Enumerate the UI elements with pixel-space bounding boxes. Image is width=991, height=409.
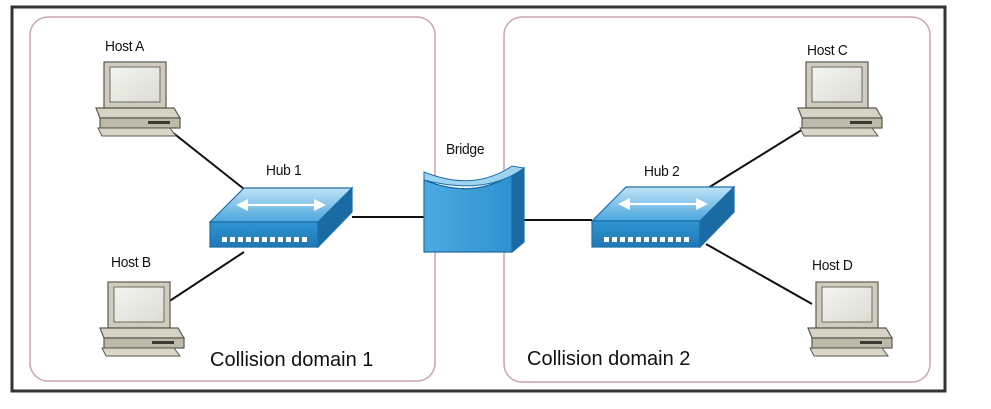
collision-domain-2-label: Collision domain 2 (527, 348, 691, 370)
hub-1-label: Hub 1 (266, 162, 302, 179)
host-d-label: Host D (812, 257, 853, 274)
link-hostB-hub1 (161, 251, 245, 307)
hub-1-icon (208, 186, 354, 249)
host-a-label: Host A (105, 38, 144, 55)
hub-2-label: Hub 2 (644, 163, 680, 180)
bridge-label: Bridge (446, 141, 485, 158)
link-hub2-hostD (705, 243, 813, 305)
collision-domain-1-label: Collision domain 1 (210, 349, 374, 371)
host-b-label: Host B (111, 254, 151, 271)
link-hub2-hostC (707, 125, 809, 189)
host-c-label: Host C (807, 42, 848, 59)
hub-2-icon (590, 185, 736, 249)
bridge-icon (423, 165, 526, 254)
